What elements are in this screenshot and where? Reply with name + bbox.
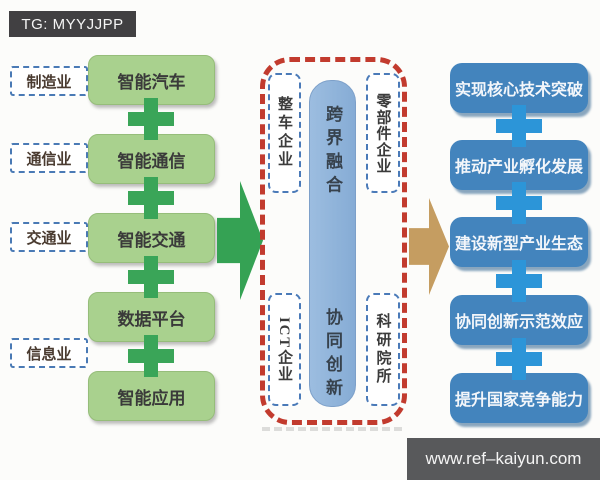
outcome-box-core-tech: 实现核心技术突破	[450, 63, 588, 113]
outcome-box-competitiveness: 提升国家竞争能力	[450, 373, 588, 423]
stakeholder-vehicle-enterprise: 整车企业	[268, 73, 301, 193]
plus-icon	[496, 260, 542, 302]
chain-box-smart-car: 智能汽车	[88, 55, 215, 105]
plus-icon	[128, 177, 174, 219]
plus-icon	[496, 105, 542, 147]
chain-box-smart-application: 智能应用	[88, 371, 215, 421]
outcome-box-incubation: 推动产业孵化发展	[450, 140, 588, 190]
right-arrow-tan-icon	[409, 198, 449, 295]
fusion-bar: 跨界融合 协同创新	[309, 80, 356, 407]
fusion-zone-border	[260, 57, 407, 425]
fusion-bar-bottom-label: 协同创新	[323, 308, 342, 402]
dash-shadow-decoration	[262, 427, 402, 431]
right-arrow-green-icon	[217, 181, 263, 300]
fusion-bar-top-label: 跨界融合	[323, 105, 342, 199]
stakeholder-label: 零部件企业	[374, 92, 391, 174]
stakeholder-ict-enterprise: ICT企业	[268, 293, 301, 406]
stakeholder-parts-enterprise: 零部件企业	[366, 73, 400, 193]
plus-icon	[128, 335, 174, 377]
watermark-tag: TG: MYYJJPP	[9, 11, 136, 37]
industry-label-manufacturing: 制造业	[10, 66, 88, 96]
outcome-box-ecosystem: 建设新型产业生态	[450, 217, 588, 267]
stakeholder-label: 整车企业	[276, 96, 292, 170]
industry-label-transportation: 交通业	[10, 222, 88, 252]
industry-label-communication: 通信业	[10, 143, 88, 173]
plus-icon	[128, 98, 174, 140]
industry-label-information: 信息业	[10, 338, 88, 368]
plus-icon	[496, 338, 542, 380]
outcome-box-demonstration: 协同创新示范效应	[450, 295, 588, 345]
stakeholder-label: 科研院所	[374, 312, 391, 387]
chain-box-smart-transportation: 智能交通	[88, 213, 215, 263]
plus-icon	[496, 182, 542, 224]
plus-icon	[128, 256, 174, 298]
stakeholder-label: ICT企业	[276, 316, 292, 383]
watermark-url: www.ref–kaiyun.com	[407, 438, 600, 480]
stakeholder-research-institutes: 科研院所	[366, 293, 400, 406]
